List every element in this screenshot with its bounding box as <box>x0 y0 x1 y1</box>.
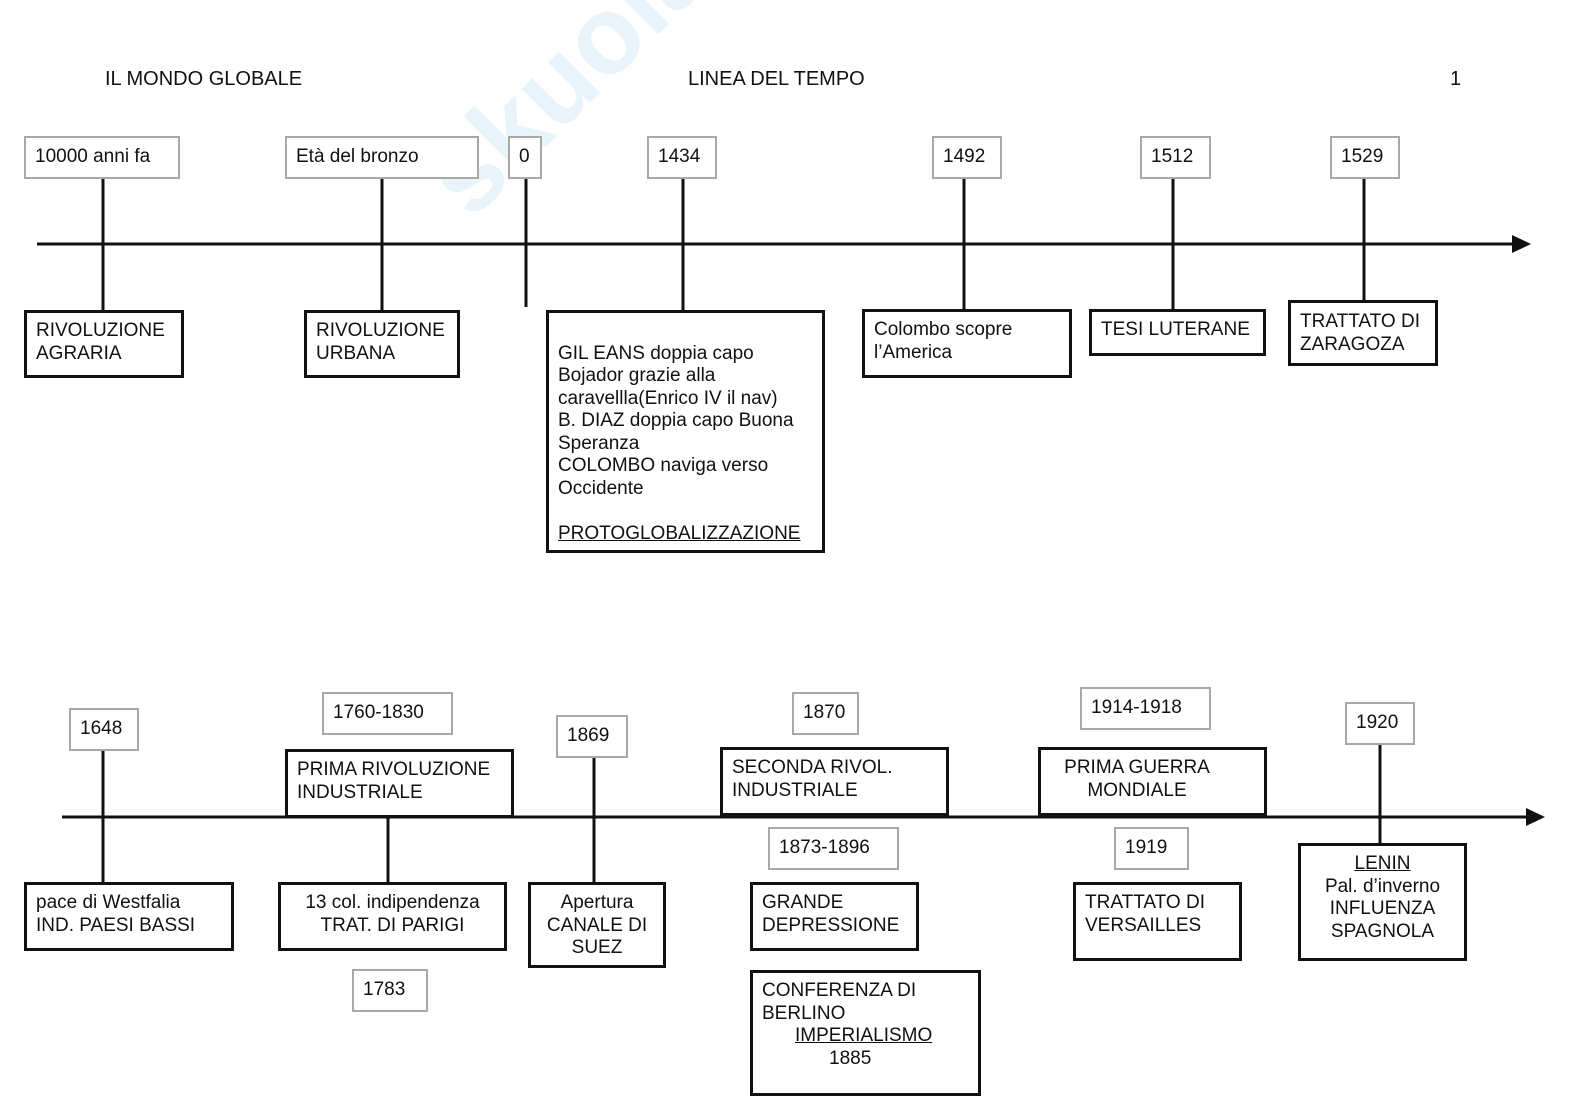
date-label: 1919 <box>1114 827 1189 870</box>
date-label: 1434 <box>647 136 717 179</box>
date-label: 10000 anni fa <box>24 136 180 179</box>
date-label: 1512 <box>1140 136 1211 179</box>
date-label: 1760-1830 <box>322 692 453 735</box>
event-box: SECONDA RIVOL. INDUSTRIALE <box>720 747 949 816</box>
event-box: TRATTATO DI ZARAGOZA <box>1288 300 1438 366</box>
date-label: 1492 <box>932 136 1002 179</box>
event-box: RIVOLUZIONE URBANA <box>304 310 460 378</box>
date-label: 0 <box>508 136 542 179</box>
event-text: GIL EANS doppia capo Bojador grazie alla… <box>558 342 794 499</box>
event-box: PRIMA RIVOLUZIONE INDUSTRIALE <box>285 749 514 818</box>
event-heading: IMPERIALISMO <box>795 1025 933 1046</box>
page-number: 1 <box>1450 68 1462 90</box>
event-box: TRATTATO DI VERSAILLES <box>1073 882 1242 961</box>
top-axis-arrow <box>1512 235 1531 253</box>
event-box: GRANDE DEPRESSIONE <box>750 882 919 951</box>
event-box: TESI LUTERANE <box>1089 309 1266 356</box>
event-heading: PROTOGLOBALIZZAZIONE <box>558 522 801 544</box>
date-label: Età del bronzo <box>285 136 479 179</box>
date-label: 1869 <box>556 715 628 758</box>
date-label: 1873-1896 <box>768 827 899 870</box>
date-label: 1914-1918 <box>1080 687 1211 730</box>
date-label: 1529 <box>1330 136 1400 179</box>
event-box: Colombo scopre l’America <box>862 309 1072 378</box>
event-box: pace di Westfalia IND. PAESI BASSI <box>24 882 234 951</box>
bottom-axis-arrow <box>1526 808 1545 826</box>
event-box: RIVOLUZIONE AGRARIA <box>24 310 184 378</box>
event-box: 13 col. indipendenza TRAT. DI PARIGI <box>278 882 507 951</box>
event-text: Pal. d’inverno INFLUENZA SPAGNOLA <box>1324 875 1441 942</box>
event-box: PRIMA GUERRA MONDIALE <box>1038 747 1267 816</box>
date-label: 1648 <box>69 708 139 751</box>
event-box: GIL EANS doppia capo Bojador grazie alla… <box>546 310 825 553</box>
event-box: CONFERENZA DI BERLINO IMPERIALISMO 1885 <box>750 970 981 1096</box>
date-label: 1870 <box>792 692 859 735</box>
date-label: 1920 <box>1345 702 1415 745</box>
event-heading: LENIN <box>1354 853 1411 874</box>
timeline-title: LINEA DEL TEMPO <box>688 68 865 90</box>
event-year: 1885 <box>829 1047 872 1069</box>
event-box: Apertura CANALE DI SUEZ <box>528 882 666 968</box>
event-box: LENIN Pal. d’inverno INFLUENZA SPAGNOLA <box>1298 843 1467 961</box>
document-title: IL MONDO GLOBALE <box>105 68 303 90</box>
date-label: 1783 <box>352 969 428 1012</box>
event-text: CONFERENZA DI BERLINO <box>762 980 917 1024</box>
